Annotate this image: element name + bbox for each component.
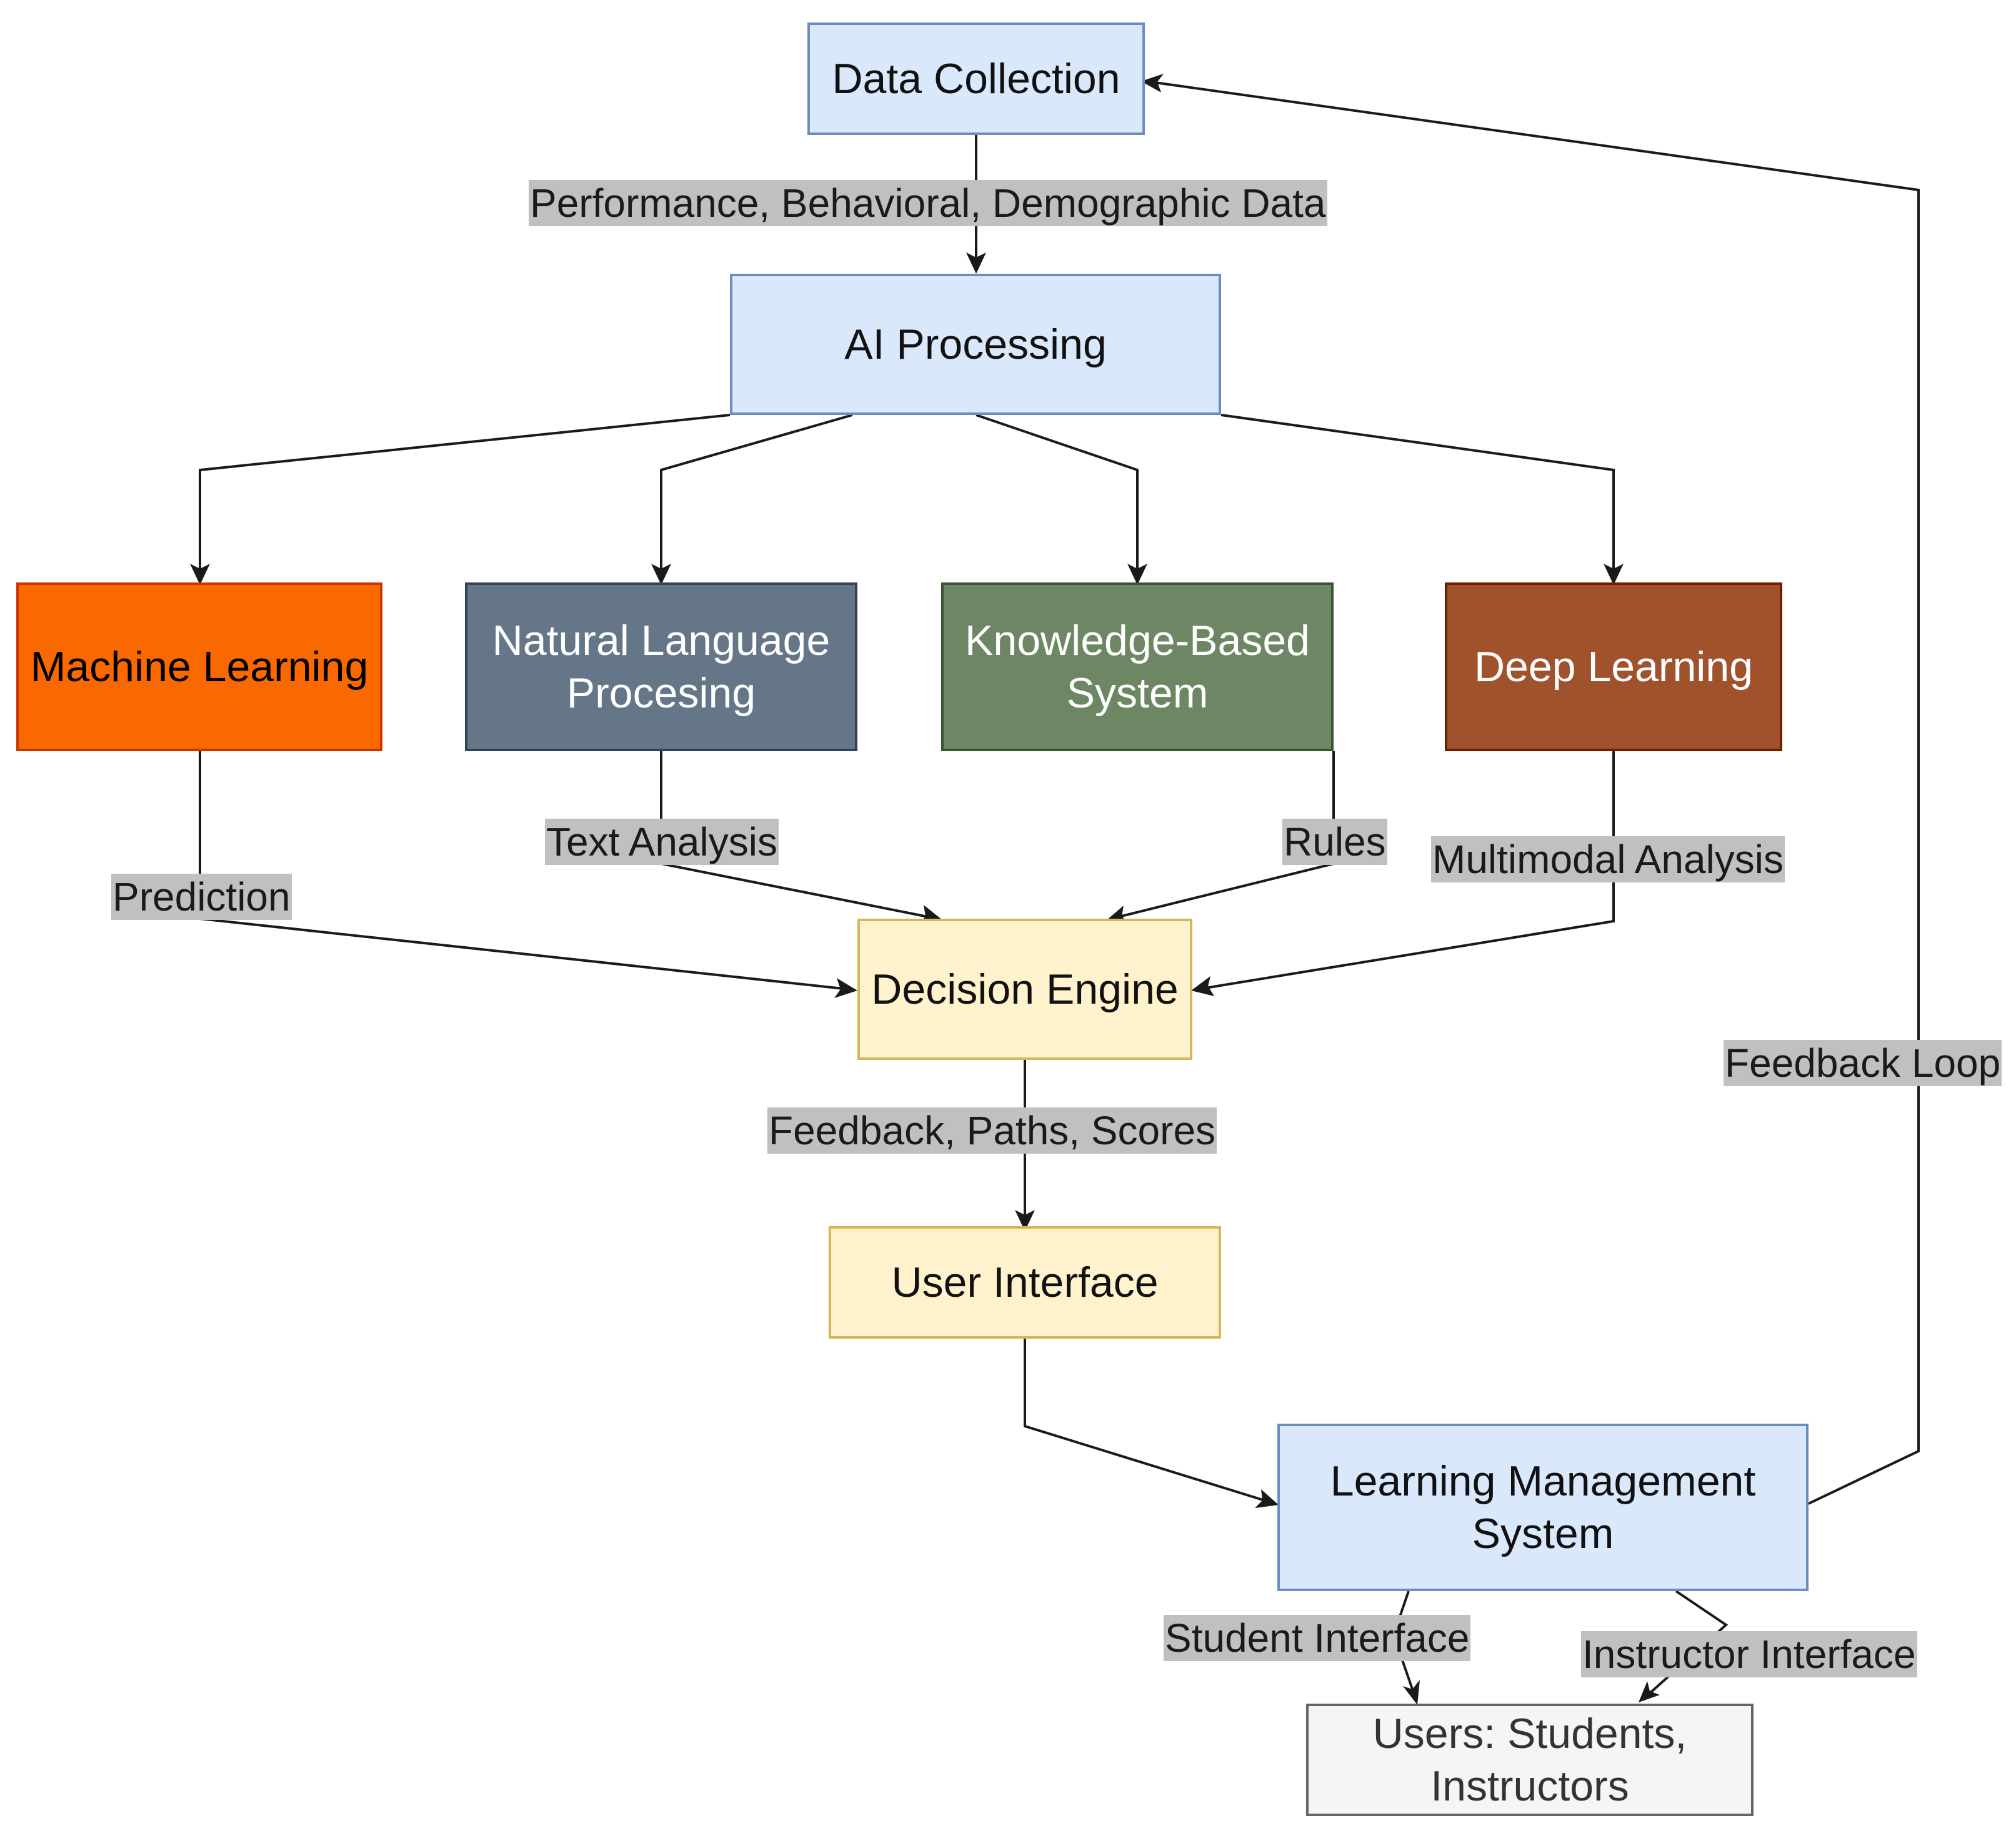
arrowhead <box>1604 564 1624 585</box>
arrowhead <box>1015 1210 1035 1231</box>
machine-learning-node: Machine Learning <box>16 582 382 751</box>
edge-ui-to-lms <box>1024 1339 1275 1505</box>
node-label: Data Collection <box>832 55 1120 102</box>
edge-ai-to-kbs <box>976 414 1139 579</box>
edge-ai-to-dl <box>1220 414 1615 579</box>
edge-label-rules: Rules <box>1282 819 1387 865</box>
edge-feedback-loop <box>1145 80 1920 1505</box>
arrowhead <box>1127 564 1147 585</box>
edge-ml-to-decision <box>199 751 856 991</box>
edge-label-multimodal-analysis: Multimodal Analysis <box>1431 836 1785 882</box>
edge-label-student-interface: Student Interface <box>1164 1615 1471 1661</box>
nlp-node: Natural Language Procesing <box>465 582 857 751</box>
node-label: Machine Learning <box>30 643 369 691</box>
edge-ai-to-nlp <box>660 414 853 579</box>
data-collection-node: Data Collection <box>807 22 1145 135</box>
edge-label-data-types: Performance, Behavioral, Demographic Dat… <box>529 180 1327 226</box>
arrowhead <box>1639 1681 1660 1702</box>
edge-label-feedback-loop: Feedback Loop <box>1724 1040 2002 1086</box>
arrowhead <box>834 978 857 998</box>
node-label: Knowledge-Based System <box>965 617 1310 717</box>
ai-processing-node: AI Processing <box>730 274 1221 415</box>
edge-ai-to-ml <box>199 414 731 579</box>
edge-label-text-analysis: Text Analysis <box>545 819 779 865</box>
edge-label-prediction: Prediction <box>111 874 292 920</box>
arrowhead <box>1255 1489 1279 1508</box>
decision-engine-node: Decision Engine <box>857 919 1192 1060</box>
node-label: Deep Learning <box>1474 643 1754 691</box>
knowledge-based-system-node: Knowledge-Based System <box>941 582 1334 751</box>
edge-label-outputs: Feedback, Paths, Scores <box>767 1107 1217 1154</box>
node-label: AI Processing <box>844 321 1107 368</box>
arrowhead <box>190 564 210 585</box>
arrowhead <box>651 564 671 585</box>
edge-label-instructor-interface: Instructor Interface <box>1581 1631 1917 1677</box>
deep-learning-node: Deep Learning <box>1445 582 1782 751</box>
user-interface-node: User Interface <box>829 1226 1221 1339</box>
node-label: User Interface <box>891 1259 1159 1306</box>
arrowhead <box>1403 1680 1420 1705</box>
edge-dl-to-decision <box>1193 751 1615 991</box>
arrowhead <box>966 252 986 274</box>
node-label: Users: Students, Instructors <box>1372 1710 1687 1810</box>
arrowhead <box>1141 74 1164 92</box>
arrowhead <box>1191 976 1214 996</box>
node-label: Natural Language Procesing <box>492 617 831 717</box>
learning-management-system-node: Learning Management System <box>1277 1424 1809 1591</box>
users-node: Users: Students, Instructors <box>1306 1704 1754 1816</box>
node-label: Learning Management System <box>1330 1457 1756 1557</box>
node-label: Decision Engine <box>871 966 1179 1013</box>
